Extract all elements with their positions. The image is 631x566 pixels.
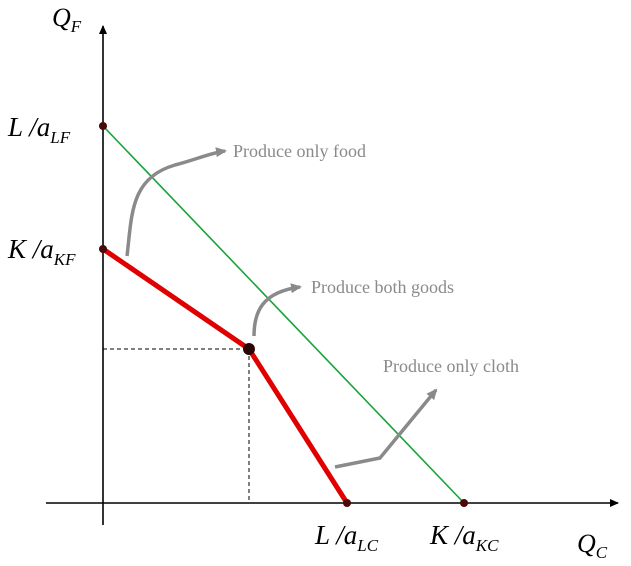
x-axis-label: QC	[577, 529, 608, 562]
point-l-alf	[99, 122, 107, 130]
label-k-akc: K /aKC	[429, 520, 499, 555]
annotation-food: Produce only food	[233, 141, 366, 161]
annotation-both: Produce both goods	[311, 277, 454, 297]
point-l-alc	[343, 499, 351, 507]
constraint-line	[102, 125, 465, 504]
point-k-akc	[460, 499, 468, 507]
label-l-alf: L /aLF	[7, 112, 71, 147]
arrow-both	[252, 283, 302, 337]
label-k-akf: K /aKF	[7, 234, 76, 269]
arrow-food	[125, 147, 227, 257]
annotation-cloth: Produce only cloth	[383, 356, 519, 376]
label-l-alc: L /aLC	[314, 520, 379, 555]
point-k-akf	[99, 245, 107, 253]
point-kink	[243, 343, 255, 355]
arrow-cloth	[334, 388, 438, 469]
y-axis-label: QF	[52, 3, 82, 36]
